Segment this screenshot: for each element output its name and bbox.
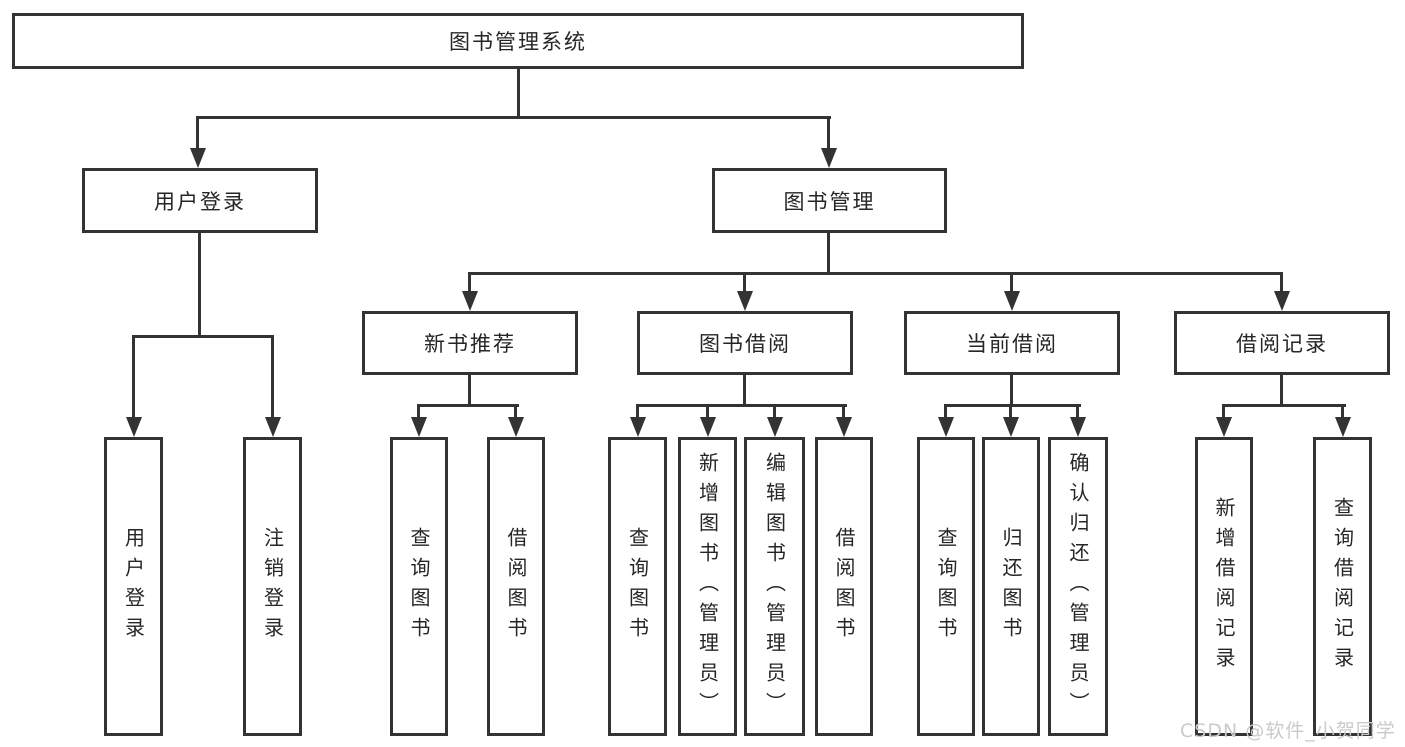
leaf-borrow-books-2-label: 借阅图书 bbox=[832, 526, 856, 647]
connector-drop-leaf bbox=[514, 404, 517, 422]
leaf-return-books-label: 归还图书 bbox=[999, 526, 1023, 647]
connector-level2-rail bbox=[197, 116, 831, 119]
arrow-down-icon bbox=[1070, 417, 1086, 437]
node-current-borrowing-label: 当前借阅 bbox=[966, 332, 1058, 356]
arrow-down-icon bbox=[1335, 417, 1351, 437]
node-book-management: 图书管理 bbox=[712, 168, 947, 233]
leaf-user-login: 用户登录 bbox=[104, 437, 163, 736]
node-borrowing-records: 借阅记录 bbox=[1174, 311, 1390, 375]
arrow-down-icon bbox=[938, 417, 954, 437]
leaf-borrow-books-1-label: 借阅图书 bbox=[504, 526, 528, 647]
connector-current-borrow-rail bbox=[944, 404, 1081, 407]
arrow-down-icon bbox=[836, 417, 852, 437]
watermark: CSDN @软件_小贺同学 bbox=[1180, 720, 1396, 742]
arrow-down-icon bbox=[126, 417, 142, 437]
connector-drop-leaf bbox=[417, 404, 420, 422]
connector-drop-leaf bbox=[1341, 404, 1344, 422]
connector-drop-user-login bbox=[196, 116, 199, 152]
connector-drop-borrow-records bbox=[1280, 272, 1283, 297]
leaf-query-books-2-label: 查询图书 bbox=[625, 526, 650, 647]
leaf-confirm-return-admin-label: 确认归还（管理员） bbox=[1066, 451, 1090, 722]
leaf-add-books-admin: 新增图书（管理员） bbox=[678, 437, 737, 736]
connector-drop-leaf bbox=[636, 404, 639, 422]
node-borrowing-records-label: 借阅记录 bbox=[1236, 332, 1328, 356]
leaf-borrow-books-1: 借阅图书 bbox=[487, 437, 545, 736]
node-book-borrowing: 图书借阅 bbox=[637, 311, 853, 375]
arrow-down-icon bbox=[190, 148, 206, 168]
leaf-query-borrow-record-label: 查询借阅记录 bbox=[1330, 496, 1355, 677]
leaf-add-borrow-record-label: 新增借阅记录 bbox=[1212, 496, 1236, 677]
connector-drop-leaf bbox=[706, 404, 709, 422]
node-book-management-label: 图书管理 bbox=[783, 189, 876, 214]
arrow-down-icon bbox=[265, 417, 281, 437]
connector-drop-book-management bbox=[827, 116, 830, 152]
connector-level3-rail bbox=[468, 272, 1283, 275]
connector-drop-new-book bbox=[468, 272, 471, 297]
node-new-book-recommend: 新书推荐 bbox=[362, 311, 578, 375]
leaf-return-books: 归还图书 bbox=[982, 437, 1040, 736]
leaf-confirm-return-admin: 确认归还（管理员） bbox=[1048, 437, 1108, 736]
connector-drop-leaf bbox=[271, 335, 274, 421]
leaf-query-books-2: 查询图书 bbox=[608, 437, 667, 736]
connector-drop-leaf bbox=[842, 404, 845, 422]
arrow-down-icon bbox=[767, 417, 783, 437]
leaf-logout-label: 注销登录 bbox=[260, 526, 285, 647]
leaf-logout: 注销登录 bbox=[243, 437, 302, 736]
node-root: 图书管理系统 bbox=[12, 13, 1024, 69]
arrow-down-icon bbox=[1274, 291, 1290, 311]
leaf-edit-books-admin: 编辑图书（管理员） bbox=[744, 437, 805, 736]
connector-drop-leaf bbox=[1009, 404, 1012, 422]
leaf-borrow-books-2: 借阅图书 bbox=[815, 437, 873, 736]
leaf-query-books-3: 查询图书 bbox=[917, 437, 975, 736]
arrow-down-icon bbox=[1003, 417, 1019, 437]
arrow-down-icon bbox=[462, 291, 478, 311]
connector-new-book-rail bbox=[417, 404, 519, 407]
connector-borrow-records-stem bbox=[1280, 375, 1283, 406]
connector-book-borrow-rail bbox=[636, 404, 847, 407]
connector-root-stem bbox=[517, 69, 520, 118]
leaf-edit-books-admin-label: 编辑图书（管理员） bbox=[762, 451, 787, 722]
arrow-down-icon bbox=[1216, 417, 1232, 437]
arrow-down-icon bbox=[630, 417, 646, 437]
leaf-query-books-3-label: 查询图书 bbox=[934, 526, 958, 647]
arrow-down-icon bbox=[508, 417, 524, 437]
node-user-login: 用户登录 bbox=[82, 168, 318, 233]
connector-drop-book-borrow bbox=[743, 272, 746, 297]
arrow-down-icon bbox=[1004, 291, 1020, 311]
node-current-borrowing: 当前借阅 bbox=[904, 311, 1120, 375]
node-new-book-recommend-label: 新书推荐 bbox=[424, 332, 516, 356]
connector-drop-leaf bbox=[773, 404, 776, 422]
connector-book-borrow-stem bbox=[743, 375, 746, 406]
leaf-user-login-label: 用户登录 bbox=[121, 526, 146, 647]
connector-book-management-stem bbox=[827, 233, 830, 274]
connector-borrow-records-rail bbox=[1222, 404, 1346, 407]
node-root-label: 图书管理系统 bbox=[449, 30, 587, 54]
connector-user-login-rail bbox=[132, 335, 274, 338]
arrow-down-icon bbox=[700, 417, 716, 437]
arrow-down-icon bbox=[821, 148, 837, 168]
connector-current-borrow-stem bbox=[1010, 375, 1013, 406]
connector-drop-current-borrow bbox=[1010, 272, 1013, 297]
arrow-down-icon bbox=[411, 417, 427, 437]
connector-user-login-stem bbox=[198, 233, 201, 337]
node-book-borrowing-label: 图书借阅 bbox=[699, 332, 791, 356]
leaf-query-borrow-record: 查询借阅记录 bbox=[1313, 437, 1372, 736]
connector-drop-leaf bbox=[944, 404, 947, 422]
node-user-login-label: 用户登录 bbox=[154, 189, 246, 214]
leaf-add-borrow-record: 新增借阅记录 bbox=[1195, 437, 1253, 736]
leaf-query-books-1-label: 查询图书 bbox=[407, 526, 431, 647]
leaf-query-books-1: 查询图书 bbox=[390, 437, 448, 736]
connector-new-book-stem bbox=[468, 375, 471, 406]
arrow-down-icon bbox=[737, 291, 753, 311]
connector-drop-leaf bbox=[1222, 404, 1225, 422]
connector-drop-leaf bbox=[1076, 404, 1079, 422]
leaf-add-books-admin-label: 新增图书（管理员） bbox=[695, 451, 720, 722]
connector-drop-leaf bbox=[132, 335, 135, 421]
